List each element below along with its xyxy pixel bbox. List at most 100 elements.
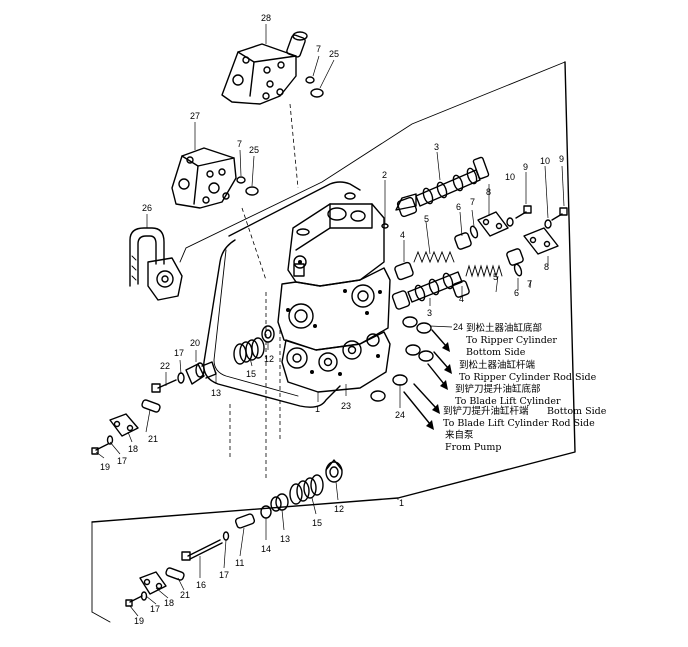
part-7-oring-lower (513, 263, 523, 277)
port-ripper-rod-zh: 到松土器油缸杆端 (459, 359, 536, 371)
part-8-bracket-upper (477, 211, 509, 237)
part-19-bolt-upper (91, 443, 109, 455)
callout-19: 19 (100, 462, 110, 472)
callout-27: 27 (190, 111, 200, 121)
callout-15: 15 (246, 369, 256, 379)
callout-5: 5 (493, 272, 498, 282)
callout-17: 17 (174, 348, 184, 358)
part-11-sleeve (234, 513, 256, 529)
part-18-plate-upper (109, 413, 139, 437)
callout-24: 24 (395, 410, 405, 420)
callout-28: 28 (261, 13, 271, 23)
leader-lines (95, 24, 565, 617)
callout-12: 12 (264, 354, 274, 364)
callout-3: 3 (427, 308, 432, 318)
callout-3: 3 (434, 142, 439, 152)
part-15-spring-lower (289, 474, 324, 505)
port-blade-rod-zh: 到铲刀提升油缸杆端 (443, 405, 529, 417)
port-ripper-bottom-en1: To Ripper Cylinder (466, 335, 557, 346)
callout-7: 7 (316, 44, 321, 54)
callout-9: 9 (523, 162, 528, 172)
callout-16: 16 (196, 580, 206, 590)
callout-8: 8 (486, 187, 491, 197)
callout-9: 9 (559, 154, 564, 164)
part-6-plug-upper (454, 232, 472, 250)
part-5-spring-upper (413, 250, 455, 264)
part-2-pin (381, 223, 389, 229)
part-4-sleeve-upper (394, 261, 414, 281)
part-8-bracket-lower (523, 227, 559, 255)
callout-7: 7 (527, 279, 532, 289)
callout-17: 17 (117, 456, 127, 466)
callout-7: 7 (237, 139, 242, 149)
part-20-plug (185, 361, 217, 385)
part-19-bolt-lower (125, 595, 143, 607)
callout-10: 10 (540, 156, 550, 166)
part-12-seat-upper (261, 325, 275, 343)
port-ripper-bottom-zh: 到松土器油缸底部 (466, 322, 542, 334)
port-blade-bottom-zh: 到铲刀提升油缸底部 (455, 383, 541, 395)
callout-6: 6 (456, 202, 461, 212)
callout-4: 4 (400, 230, 405, 240)
part-21-pin-upper (141, 399, 161, 413)
port-labels: 到松土器油缸底部 To Ripper Cylinder Bottom Side … (443, 322, 607, 453)
callout-18: 18 (164, 598, 174, 608)
part-9-bolt-lower (551, 207, 568, 221)
port-from-pump-zh: 来自泵 (445, 429, 474, 441)
callout-23: 23 (341, 401, 351, 411)
part-18-plate-lower (139, 571, 167, 595)
callout-13: 13 (280, 534, 290, 544)
callout-15: 15 (312, 518, 322, 528)
part-10-washer-lower (544, 219, 552, 229)
callout-13: 13 (211, 388, 221, 398)
part-15-spring-upper (233, 337, 265, 365)
callout-22: 22 (160, 361, 170, 371)
part-10-washer-upper (506, 217, 514, 227)
port-from-pump-en: From Pump (445, 442, 501, 453)
part-12-seat-lower (325, 459, 343, 483)
callout-1: 1 (399, 498, 404, 508)
callout-26: 26 (142, 203, 152, 213)
part-22-bolt (151, 379, 177, 393)
port-arrows (403, 329, 452, 430)
callout-4: 4 (459, 294, 464, 304)
assembly-guides (229, 103, 299, 480)
port-blade-bottom-en2: Bottom Side (547, 406, 607, 417)
callout-1: 1 (315, 404, 320, 414)
part-27-valve-body (171, 147, 259, 209)
callout-12: 12 (334, 504, 344, 514)
callout-14: 14 (261, 544, 271, 554)
part-21-pin-lower (165, 567, 185, 581)
callout-2: 2 (382, 170, 387, 180)
part-7-oring-upper (469, 225, 479, 239)
port-blade-rod-en: To Blade Lift Cylinder Rod Side (443, 418, 595, 429)
part-26-pipe (129, 227, 183, 301)
callout-20: 20 (190, 338, 200, 348)
base-plate-outline (91, 61, 576, 623)
callout-10: 10 (505, 172, 515, 182)
port-blade-bottom-en: To Blade Lift Cylinder (455, 396, 561, 407)
part-4-sleeve-lower (452, 280, 470, 298)
callout-7: 7 (470, 197, 475, 207)
part-3-spool-upper (395, 156, 490, 218)
part-3-spool-lower (391, 271, 463, 310)
callout-11: 11 (235, 558, 244, 568)
callout-8: 8 (544, 262, 549, 272)
part-5-spring-lower (465, 264, 503, 278)
main-valve-block (277, 192, 391, 393)
callout-25: 25 (329, 49, 339, 59)
part-9-bolt-upper (515, 205, 532, 219)
callout-19: 19 (134, 616, 144, 626)
callout-5: 5 (424, 214, 429, 224)
port-ripper-rod-en: To Ripper Cylinder Rod Side (459, 372, 597, 383)
part-16-bolt (181, 539, 223, 561)
callout-18: 18 (128, 444, 138, 454)
part-17-washer-mid (106, 435, 114, 445)
part-callouts: 28 7 25 27 7 25 26 3 2 10 9 9 10 8 7 6 5… (100, 13, 564, 626)
callout-21: 21 (148, 434, 158, 444)
callout-17: 17 (150, 604, 160, 614)
callout-25: 25 (249, 145, 259, 155)
port-ripper-bottom-en2: Bottom Side (466, 347, 526, 358)
part-24-orings (370, 316, 434, 402)
